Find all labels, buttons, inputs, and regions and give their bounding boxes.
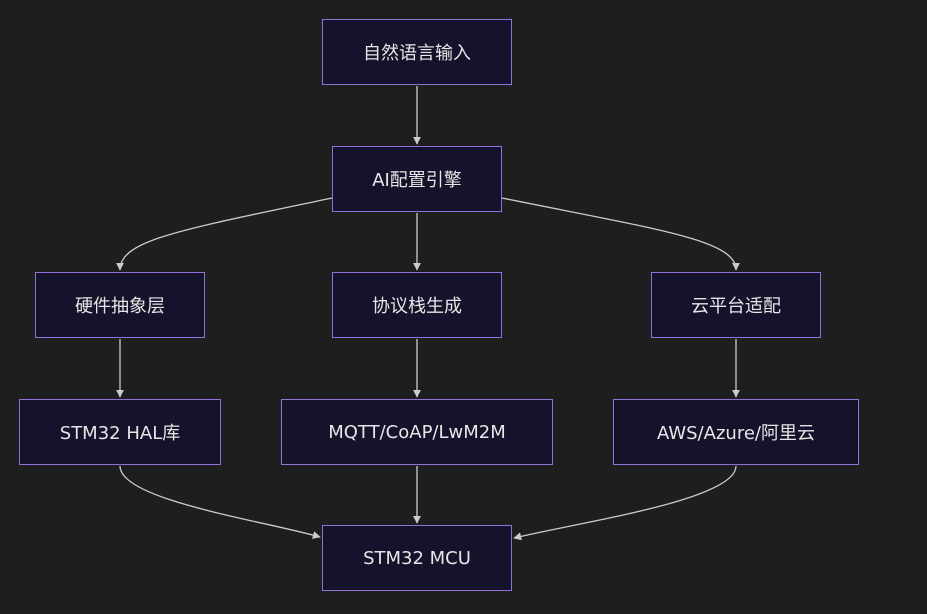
edge-ai-to-hal [116,197,333,271]
node-ai-config-engine[interactable]: AI配置引擎 [332,146,502,212]
node-protocol-stack-generation[interactable]: 协议栈生成 [332,272,502,338]
node-label: STM32 HAL库 [59,423,181,444]
node-label: 自然语言输入 [363,43,471,64]
edge-ai-to-cloud [501,197,740,271]
node-stm32-mcu[interactable]: STM32 MCU [322,525,512,591]
node-label: 云平台适配 [691,296,781,317]
node-label: 硬件抽象层 [75,296,165,317]
node-aws-azure-aliyun[interactable]: AWS/Azure/阿里云 [613,399,859,465]
node-mqtt-coap-lwm2m[interactable]: MQTT/CoAP/LwM2M [281,399,553,465]
node-label: STM32 MCU [363,547,471,569]
node-label: AI配置引擎 [372,170,462,191]
node-label: AWS/Azure/阿里云 [657,423,815,444]
node-label: MQTT/CoAP/LwM2M [328,421,506,443]
edge-aws-to-mcu [513,465,737,541]
node-natural-language-input[interactable]: 自然语言输入 [322,19,512,85]
node-hardware-abstraction-layer[interactable]: 硬件抽象层 [35,272,205,338]
node-label: 协议栈生成 [372,296,462,317]
node-stm32-hal-library[interactable]: STM32 HAL库 [19,399,221,465]
edge-stm32hal-to-mcu [119,465,321,539]
node-cloud-platform-adaptation[interactable]: 云平台适配 [651,272,821,338]
